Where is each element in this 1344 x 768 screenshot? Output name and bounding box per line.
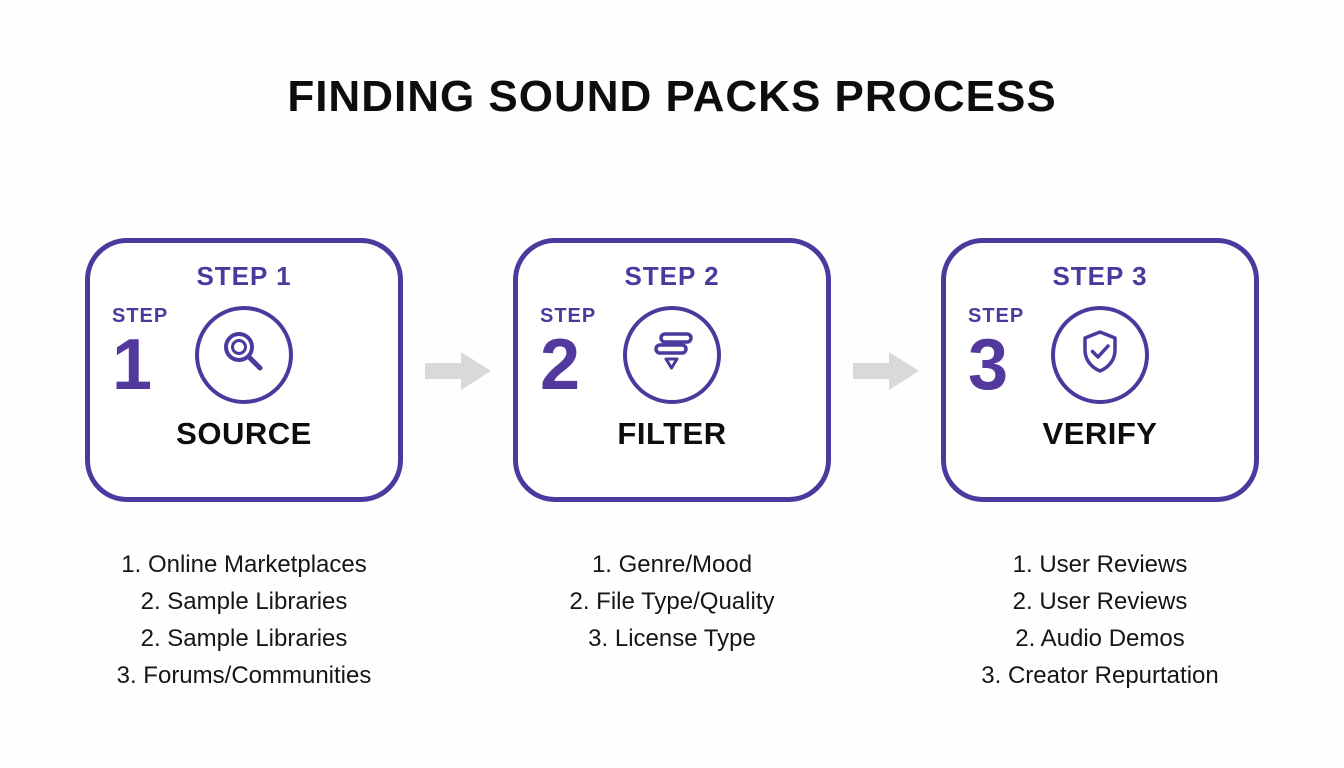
step-number: 1: [112, 325, 153, 405]
step-name: SOURCE: [176, 416, 312, 451]
step-item-list: 1. Online Marketplaces 2. Sample Librari…: [85, 546, 403, 694]
step-label: STEP 1: [196, 261, 292, 291]
list-item: 1. Online Marketplaces: [121, 551, 367, 578]
step-label: STEP 3: [1052, 261, 1148, 291]
arrow-right-icon: [831, 350, 941, 392]
step-column-source: STEP 1 STEP 1 SOURCE: [85, 238, 403, 694]
list-item: 1. User Reviews: [1012, 551, 1188, 578]
step-item-list: 1. User Reviews 2. User Reviews 2. Audio…: [941, 546, 1259, 694]
steps-row: STEP 1 STEP 1 SOURCE: [0, 238, 1344, 694]
list-item: 3. Creator Repurtation: [981, 662, 1219, 689]
step-number: 3: [968, 325, 1009, 405]
step-side-block: STEP 3: [968, 305, 1025, 405]
shield-check-icon: [1072, 325, 1128, 386]
step-side-label: STEP: [540, 305, 597, 327]
list-item: 2. Audio Demos: [1015, 625, 1185, 652]
icon-circle: [623, 306, 721, 404]
list-item: 2. Sample Libraries: [140, 588, 348, 615]
list-item: 2. File Type/Quality: [569, 588, 775, 615]
step-card-verify: STEP 3 STEP 3 VERIFY: [941, 238, 1259, 502]
arrow-right-icon: [403, 350, 513, 392]
icon-circle: [1051, 306, 1149, 404]
step-side-label: STEP: [112, 305, 169, 327]
list-item: 2. Sample Libraries: [140, 625, 348, 652]
page-title: FINDING SOUND PACKS PROCESS: [287, 72, 1057, 121]
magnifier-icon: [216, 325, 272, 386]
list-item: 3. Forums/Communities: [116, 662, 372, 689]
step-card-filter: STEP 2 STEP 2 FILTER: [513, 238, 831, 502]
step-name: FILTER: [617, 416, 727, 451]
icon-circle: [195, 306, 293, 404]
list-item: 2. User Reviews: [1012, 588, 1188, 615]
filter-icon: [644, 325, 700, 386]
step-card-source: STEP 1 STEP 1 SOURCE: [85, 238, 403, 502]
step-side-block: STEP 2: [540, 305, 597, 405]
step-number: 2: [540, 325, 581, 405]
step-label: STEP 2: [624, 261, 720, 291]
step-column-verify: STEP 3 STEP 3 VERIFY 1. User Reviews: [941, 238, 1259, 694]
list-item: 1. Genre/Mood: [591, 551, 753, 578]
step-side-label: STEP: [968, 305, 1025, 327]
step-name: VERIFY: [1042, 416, 1158, 451]
step-column-filter: STEP 2 STEP 2 FILTER: [513, 238, 831, 657]
list-item: 3. License Type: [588, 625, 756, 652]
step-item-list: 1. Genre/Mood 2. File Type/Quality 3. Li…: [513, 546, 831, 657]
step-side-block: STEP 1: [112, 305, 169, 405]
